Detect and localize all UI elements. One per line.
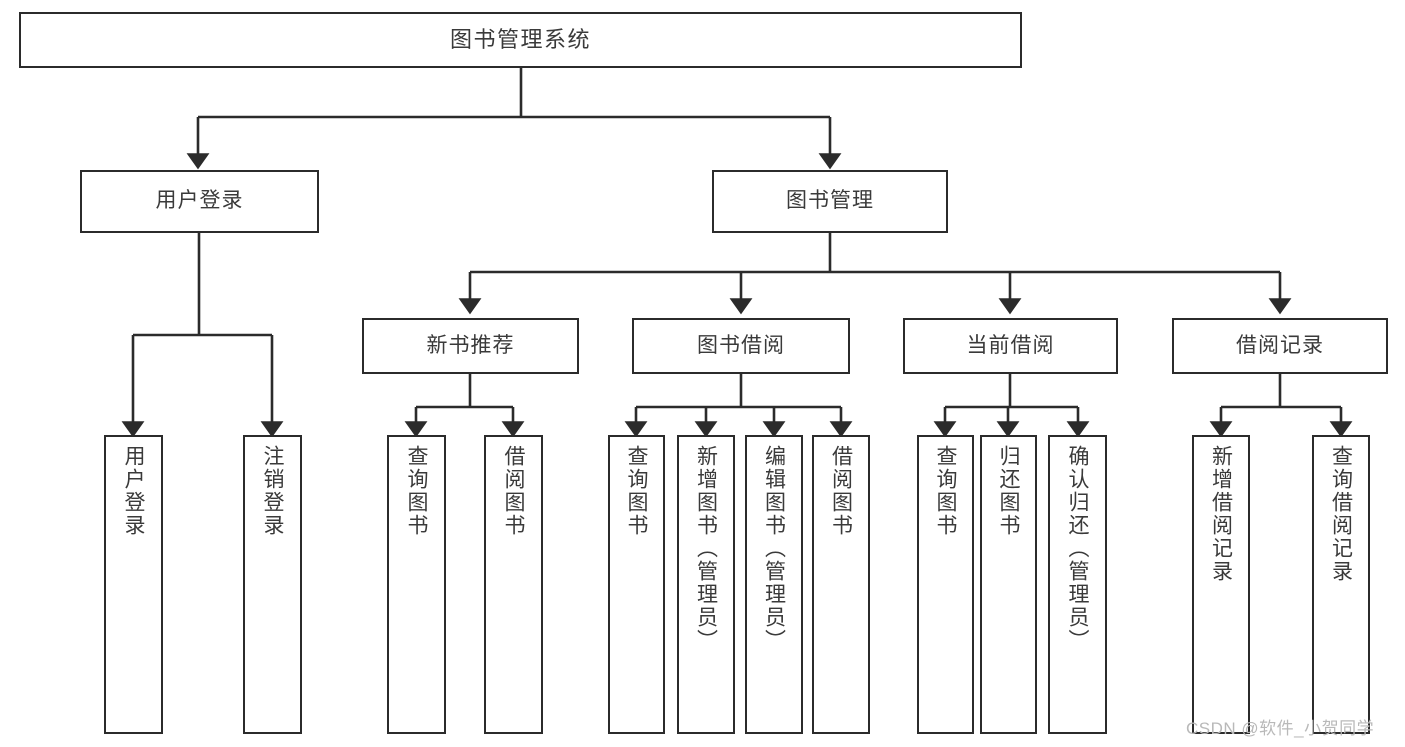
node-new-book-recommend[interactable]: 新书推荐: [362, 318, 579, 374]
node-leaf-query-book-rec-label: 查询图书: [405, 445, 428, 537]
node-leaf-add-borrow-record[interactable]: 新增借阅记录: [1192, 435, 1250, 734]
node-borrow-record-label: 借阅记录: [1236, 333, 1324, 357]
node-leaf-logout-label: 注销登录: [261, 445, 284, 537]
node-book-manage-label: 图书管理: [786, 189, 874, 213]
node-leaf-query-borrow-record-label: 查询借阅记录: [1329, 445, 1353, 583]
node-leaf-borrow-book-rec[interactable]: 借阅图书: [484, 435, 543, 734]
node-leaf-return-book[interactable]: 归还图书: [980, 435, 1037, 734]
node-leaf-add-book[interactable]: 新增图书（管理员）: [677, 435, 735, 734]
node-root-label: 图书管理系统: [449, 27, 591, 53]
node-leaf-edit-book[interactable]: 编辑图书（管理员）: [745, 435, 803, 734]
node-book-borrow[interactable]: 图书借阅: [632, 318, 850, 374]
node-borrow-record[interactable]: 借阅记录: [1172, 318, 1388, 374]
node-new-book-recommend-label: 新书推荐: [426, 333, 515, 357]
node-leaf-query-book-current-label: 查询图书: [934, 445, 957, 537]
node-leaf-add-borrow-record-label: 新增借阅记录: [1209, 445, 1233, 583]
node-leaf-query-book-current[interactable]: 查询图书: [917, 435, 974, 734]
node-leaf-edit-book-label: 编辑图书（管理员）: [762, 445, 786, 652]
node-leaf-query-borrow-record[interactable]: 查询借阅记录: [1312, 435, 1370, 734]
node-leaf-return-book-label: 归还图书: [997, 445, 1020, 537]
node-current-borrow[interactable]: 当前借阅: [903, 318, 1118, 374]
node-leaf-borrow-book-rec-label: 借阅图书: [502, 445, 525, 537]
node-leaf-confirm-return[interactable]: 确认归还（管理员）: [1048, 435, 1107, 734]
node-leaf-query-book-borrow[interactable]: 查询图书: [608, 435, 665, 734]
node-leaf-query-book-rec[interactable]: 查询图书: [387, 435, 446, 734]
node-current-borrow-label: 当前借阅: [966, 333, 1055, 357]
node-leaf-borrow-book[interactable]: 借阅图书: [812, 435, 870, 734]
node-book-manage[interactable]: 图书管理: [712, 170, 948, 233]
node-leaf-user-login-label: 用户登录: [122, 445, 145, 537]
node-root[interactable]: 图书管理系统: [19, 12, 1022, 68]
node-book-borrow-label: 图书借阅: [697, 333, 785, 357]
node-leaf-query-book-borrow-label: 查询图书: [625, 445, 648, 537]
node-leaf-logout[interactable]: 注销登录: [243, 435, 302, 734]
node-user-login-label: 用户登录: [155, 189, 244, 213]
node-leaf-borrow-book-label: 借阅图书: [829, 445, 853, 537]
node-leaf-add-book-label: 新增图书（管理员）: [694, 445, 718, 652]
node-leaf-user-login[interactable]: 用户登录: [104, 435, 163, 734]
node-leaf-confirm-return-label: 确认归还（管理员）: [1066, 445, 1089, 652]
node-user-login[interactable]: 用户登录: [80, 170, 319, 233]
